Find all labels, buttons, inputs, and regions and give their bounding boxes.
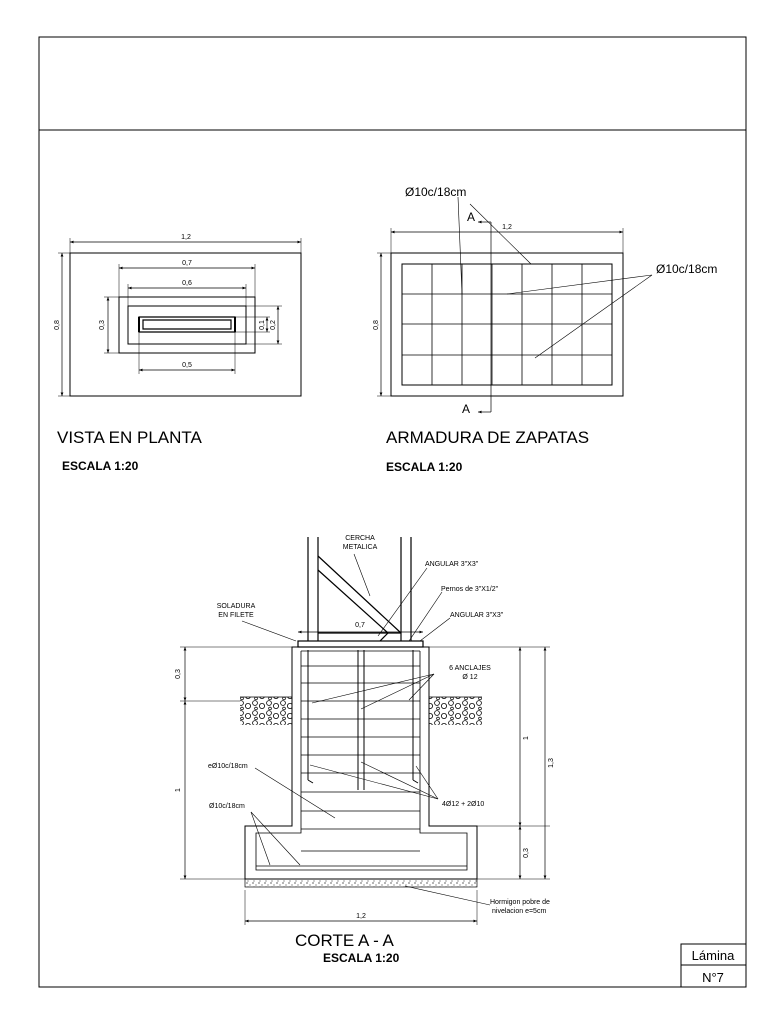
label-hormigon-1: Hormigon pobre de	[490, 899, 550, 906]
plan-dim-03: 0,3	[99, 320, 106, 330]
label-longitudinal: 4Ø12 + 2Ø10	[442, 801, 484, 808]
section-dim-right-13: 1,3	[548, 758, 555, 768]
section-title: CORTE A - A	[295, 931, 395, 950]
label-hormigon-2: nivelacion e=5cm	[492, 908, 546, 915]
section-dim-left-03: 0,3	[175, 669, 182, 679]
reinforcement-title: ARMADURA DE ZAPATAS	[386, 428, 589, 447]
section-scale: ESCALA 1:20	[323, 951, 400, 965]
stirrups	[301, 665, 420, 852]
label-metalica: METALICA	[343, 544, 378, 551]
label-malla: Ø10c/18cm	[209, 803, 245, 810]
label-estribo: eØ10c/18cm	[208, 763, 248, 770]
plan-dim-total-width: 1,2	[181, 234, 191, 241]
plan-view	[58, 238, 302, 397]
section-dim-base-width: 1,2	[356, 913, 366, 920]
soil-left	[240, 697, 292, 725]
reinforcement-scale: ESCALA 1:20	[386, 460, 463, 474]
rebar-dim-width: 1,2	[502, 224, 512, 231]
label-cercha: CERCHA	[345, 535, 375, 542]
label-angular-2: ANGULAR 3"X3"	[450, 612, 504, 619]
footing-section-outline	[244, 646, 478, 880]
base-plate	[297, 640, 424, 648]
label-soldadura-1: SOLADURA	[217, 603, 256, 610]
rebar-grid	[402, 264, 612, 385]
section-dim-right-03: 0,3	[523, 848, 530, 858]
label-pernos: Pernos de 3"X1/2"	[441, 586, 499, 593]
footing-outline-rebar	[390, 252, 624, 397]
sheet-border	[38, 36, 747, 988]
lamina-number: N°7	[702, 970, 724, 985]
lamina-label: Lámina	[692, 948, 735, 963]
section-mark-top: A	[467, 210, 475, 224]
plate-outline	[138, 316, 236, 333]
anchor-bars	[307, 650, 419, 790]
rebar-label-right: Ø10c/18cm	[656, 262, 717, 276]
rebar-dim-height: 0,8	[373, 320, 380, 330]
label-anclajes-1: 6 ANCLAJES	[449, 665, 491, 672]
section-mark-bottom: A	[462, 402, 470, 416]
lamina-box: Lámina N°7	[680, 943, 747, 988]
plan-dim-01: 0,1	[259, 320, 266, 330]
plan-dim-02: 0,2	[270, 320, 277, 330]
soil-right	[429, 697, 482, 725]
plan-dim-total-height: 0,8	[54, 320, 61, 330]
label-soldadura-2: EN FILETE	[218, 612, 254, 619]
label-angular-1: ANGULAR 3"X3"	[425, 561, 479, 568]
plan-view-title: VISTA EN PLANTA	[57, 428, 203, 447]
section-dim-top-width: 0,7	[355, 622, 365, 629]
pedestal-inner	[127, 305, 247, 345]
lean-concrete	[244, 878, 478, 888]
plan-dim-05: 0,5	[182, 362, 192, 369]
plan-view-scale: ESCALA 1:20	[62, 459, 139, 473]
section-dim-left-1: 1	[175, 788, 182, 792]
reinforcement-view	[377, 196, 653, 414]
label-anclajes-2: Ø 12	[462, 674, 477, 681]
rebar-label-top: Ø10c/18cm	[405, 185, 466, 199]
plan-dim-06: 0,6	[182, 280, 192, 287]
leader-lines	[241, 553, 491, 906]
section-dim-right-1: 1	[523, 736, 530, 740]
footing-outline	[69, 252, 302, 397]
section-view	[180, 537, 550, 925]
pedestal-outer	[118, 296, 256, 354]
plan-dim-07: 0,7	[182, 260, 192, 267]
